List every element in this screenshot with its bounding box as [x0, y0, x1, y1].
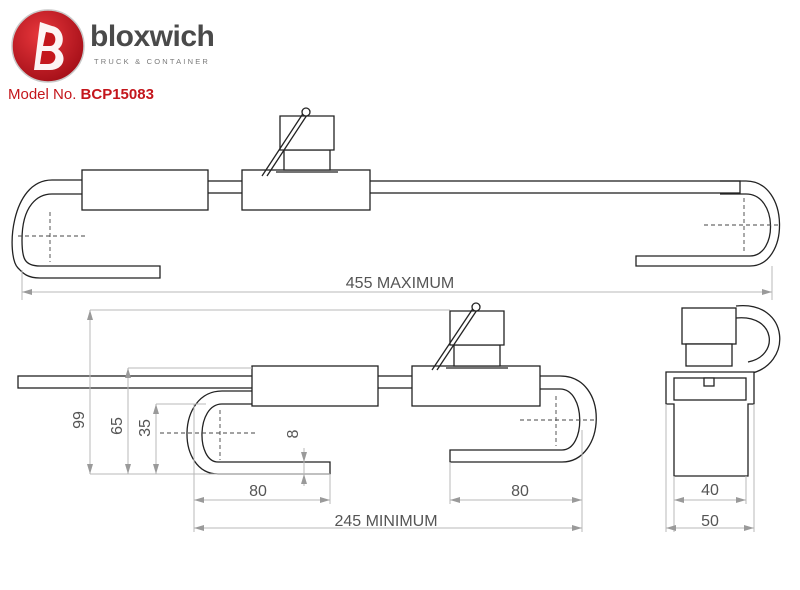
lock-cylinder	[283, 149, 331, 171]
dim-label-50: 50	[701, 513, 719, 530]
bloxwich-b-icon	[11, 9, 85, 83]
retracted-left-sleeve	[251, 365, 379, 407]
dim-label-245: 245 MINIMUM	[334, 513, 437, 530]
retracted-right-hook	[449, 375, 597, 463]
retracted-view: 99 65 35 8 80 80 245 MINIMUM	[17, 302, 597, 532]
right-hook-tube	[635, 180, 781, 267]
lock-body	[241, 169, 371, 211]
brand-tagline: TRUCK & CONTAINER	[94, 57, 211, 66]
left-hook-tube	[11, 179, 161, 279]
dim-label-80-left: 80	[249, 483, 267, 500]
extended-view: 455 MAXIMUM	[11, 107, 781, 300]
model-number-line: Model No. BCP15083	[8, 86, 154, 103]
dim-label-455: 455 MAXIMUM	[346, 275, 454, 292]
retracted-lock-body	[411, 365, 541, 407]
brand-name: bloxwich	[90, 20, 215, 53]
dim-label-65: 65	[109, 417, 126, 435]
side-lock-head	[681, 307, 737, 345]
model-number: BCP15083	[80, 86, 154, 103]
dim-label-35: 35	[137, 419, 154, 437]
side-lock-cylinder	[685, 343, 733, 367]
lock-head	[279, 115, 335, 151]
dim-label-40: 40	[701, 482, 719, 499]
lock-key-pin	[301, 107, 311, 117]
dim-label-8: 8	[285, 429, 302, 438]
retracted-bar	[17, 375, 255, 389]
lock-key-line	[261, 111, 305, 177]
model-label: Model No.	[8, 86, 77, 103]
side-hook-curve	[735, 305, 781, 375]
left-sleeve	[81, 169, 209, 211]
brand-logo: bloxwich TRUCK & CONTAINER	[10, 8, 230, 86]
dim-label-80-right: 80	[511, 483, 529, 500]
retracted-lock-head	[449, 310, 505, 346]
side-view: 40 50	[665, 305, 781, 532]
dim-label-99: 99	[71, 411, 88, 429]
